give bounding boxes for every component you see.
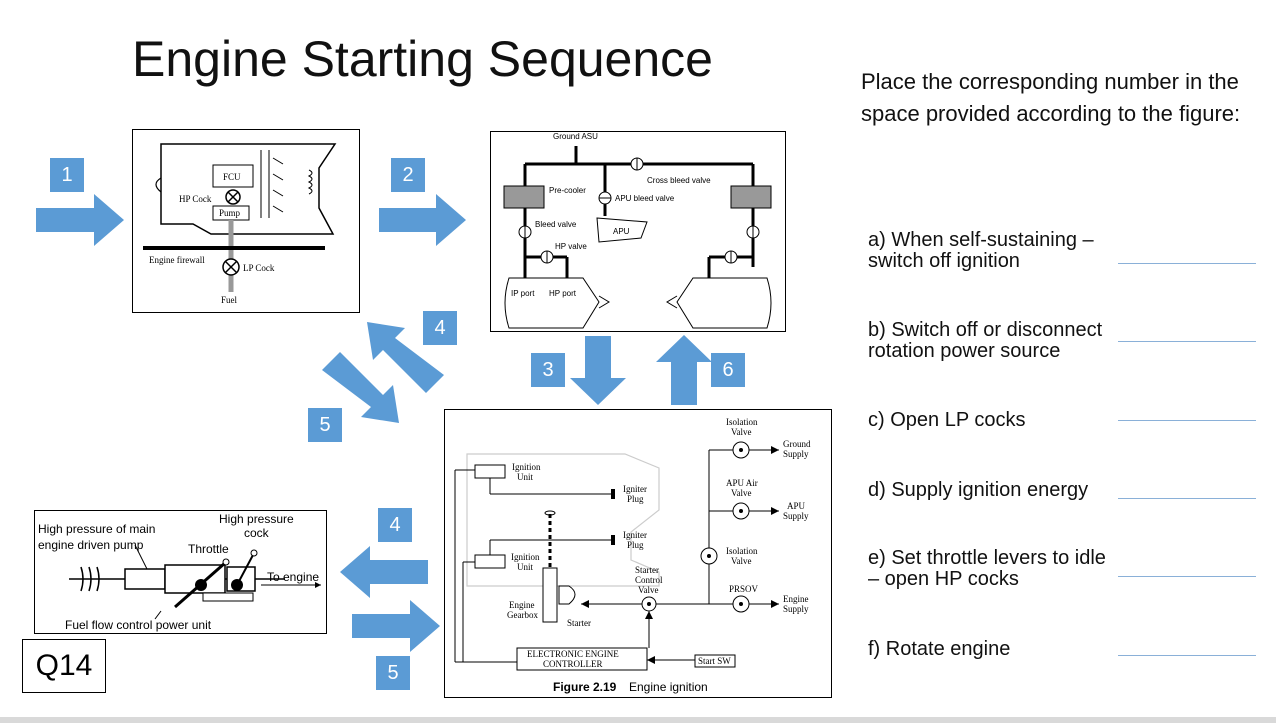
ignition-unit-top-label: Ignition: [512, 462, 541, 472]
answer-line-a[interactable]: [1118, 263, 1256, 264]
prsov-label: PRSOV: [729, 584, 759, 594]
svg-text:CONTROLLER: CONTROLLER: [543, 659, 603, 669]
bottom-bar: [0, 717, 1276, 723]
arrow-2: [379, 194, 466, 246]
svg-text:Unit: Unit: [517, 472, 534, 482]
step-number-1: 1: [50, 158, 84, 192]
svg-text:engine driven pump: engine driven pump: [38, 538, 144, 552]
svg-text:Valve: Valve: [638, 585, 659, 595]
arrow-5-upper: [322, 352, 399, 423]
apu-label: APU: [613, 227, 630, 236]
eec-label: ELECTRONIC ENGINE: [527, 649, 619, 659]
hp-port-label: HP port: [549, 289, 577, 298]
arrow-5-lower: [352, 600, 440, 652]
question-c: c) Open LP cocks: [868, 409, 1026, 431]
fcu-label: FCU: [223, 172, 241, 182]
ip-port-label: IP port: [511, 289, 535, 298]
svg-text:Valve: Valve: [731, 556, 752, 566]
igniter-plug-bottom-label: Igniter: [623, 530, 647, 540]
step-number-5-lower: 5: [376, 656, 410, 690]
svg-text:Plug: Plug: [627, 494, 644, 504]
bleed-air-drawing: Ground ASU Cross bleed valve Pre-cooler …: [503, 132, 772, 329]
bleed-valve-label: Bleed valve: [535, 220, 577, 229]
engine-firewall-label: Engine firewall: [149, 255, 205, 265]
svg-text:Valve: Valve: [731, 427, 752, 437]
engine-gearbox-label: Engine: [509, 600, 535, 610]
hp-valve-label: HP valve: [555, 242, 587, 251]
fuel-system-diagram: FCU HP Cock Pump Engine firewall LP Cock…: [132, 129, 360, 313]
ignition-unit-bottom-label: Ignition: [511, 552, 540, 562]
answer-line-b[interactable]: [1118, 341, 1256, 342]
isolation-valve-top-label: Isolation: [726, 417, 758, 427]
question-e: e) Set throttle levers to idle – open HP…: [868, 547, 1106, 590]
cross-bleed-valve-label: Cross bleed valve: [647, 176, 711, 185]
arrow-6: [656, 335, 712, 405]
ground-asu-label: Ground ASU: [553, 132, 598, 141]
pump-label: Pump: [219, 208, 241, 218]
fuel-system-drawing: FCU HP Cock Pump Engine firewall LP Cock…: [143, 143, 337, 305]
question-number-label: Q14: [22, 639, 106, 693]
hp-cock-label-throttle: High pressure: [219, 512, 294, 526]
apu-supply-label: APU: [787, 501, 806, 511]
step-number-4-upper: 4: [423, 311, 457, 345]
fuel-flow-control-label: Fuel flow control power unit: [65, 618, 212, 632]
svg-text:Valve: Valve: [731, 488, 752, 498]
answer-line-e[interactable]: [1118, 576, 1256, 577]
pre-cooler-label: Pre-cooler: [549, 186, 586, 195]
lp-cock-label: LP Cock: [243, 263, 275, 273]
step-number-6: 6: [711, 353, 745, 387]
engine-ignition-drawing: Ignition Unit Igniter Plug Igniter Plug …: [454, 417, 811, 694]
svg-text:Supply: Supply: [783, 604, 809, 614]
answer-line-d[interactable]: [1118, 498, 1256, 499]
svg-text:Supply: Supply: [783, 449, 809, 459]
hp-cock-label: HP Cock: [179, 194, 212, 204]
apu-air-valve-label: APU Air: [726, 478, 758, 488]
step-number-4-lower: 4: [378, 508, 412, 542]
throttle-label: Throttle: [188, 542, 229, 556]
question-b: b) Switch off or disconnect rotation pow…: [868, 319, 1103, 362]
svg-text:Plug: Plug: [627, 540, 644, 550]
question-a: a) When self-sustaining – switch off ign…: [868, 229, 1094, 272]
apu-bleed-valve-label: APU bleed valve: [615, 194, 675, 203]
step-number-3: 3: [531, 353, 565, 387]
start-sw-label: Start SW: [698, 656, 731, 666]
arrow-4-lower: [340, 546, 428, 598]
igniter-plug-top-label: Igniter: [623, 484, 647, 494]
arrow-4-upper: [367, 322, 444, 393]
fuel-label: Fuel: [221, 295, 238, 305]
engine-ignition-diagram: Ignition Unit Igniter Plug Igniter Plug …: [444, 409, 832, 698]
isolation-valve-mid-label: Isolation: [726, 546, 758, 556]
question-d: d) Supply ignition energy: [868, 479, 1089, 501]
starter-label: Starter: [567, 618, 591, 628]
to-engine-label: To engine: [267, 570, 319, 584]
step-number-2: 2: [391, 158, 425, 192]
step-number-5-upper: 5: [308, 408, 342, 442]
answer-line-f[interactable]: [1118, 655, 1256, 656]
throttle-diagram: High pressure of main engine driven pump…: [34, 510, 327, 634]
arrow-3: [570, 336, 626, 405]
slide-title: Engine Starting Sequence: [132, 31, 713, 87]
answer-line-c[interactable]: [1118, 420, 1256, 421]
bleed-air-diagram: Ground ASU Cross bleed valve Pre-cooler …: [490, 131, 786, 332]
hp-main-pump-label: High pressure of main: [38, 522, 155, 536]
svg-text:Gearbox: Gearbox: [507, 610, 538, 620]
instructions-text: Place the corresponding number in the sp…: [861, 69, 1241, 126]
figure-number: Figure 2.19: [553, 680, 617, 694]
svg-text:Supply: Supply: [783, 511, 809, 521]
arrow-1: [36, 194, 124, 246]
svg-text:Control: Control: [635, 575, 663, 585]
throttle-drawing: High pressure of main engine driven pump…: [38, 512, 321, 632]
figure-caption: Engine ignition: [629, 680, 708, 694]
question-f: f) Rotate engine: [868, 638, 1011, 660]
ground-supply-label: Ground: [783, 439, 811, 449]
svg-text:cock: cock: [244, 526, 270, 540]
engine-supply-label: Engine: [783, 594, 809, 604]
starter-control-valve-label: Starter: [635, 565, 659, 575]
svg-text:Unit: Unit: [517, 562, 534, 572]
